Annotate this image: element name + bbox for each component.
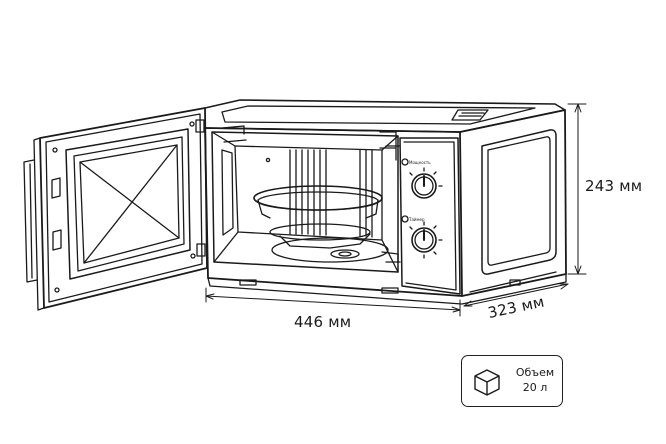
timer-label: Таймер <box>408 217 425 222</box>
volume-badge: Объем 20 л <box>461 355 563 407</box>
control-knobs <box>409 167 443 259</box>
power-label: Мощность <box>409 160 431 165</box>
dimension-lines <box>205 103 587 317</box>
volume-text: Объем 20 л <box>508 365 562 395</box>
microwave-body <box>204 99 567 305</box>
power-icon <box>401 158 409 166</box>
height-dimension-label: 243 мм <box>585 177 643 195</box>
cube-icon <box>474 369 500 396</box>
volume-value: 20 л <box>522 381 548 394</box>
open-door <box>23 107 208 311</box>
volume-label: Объем <box>515 366 555 379</box>
width-dimension-label: 446 мм <box>294 313 352 331</box>
timer-icon <box>401 215 409 223</box>
